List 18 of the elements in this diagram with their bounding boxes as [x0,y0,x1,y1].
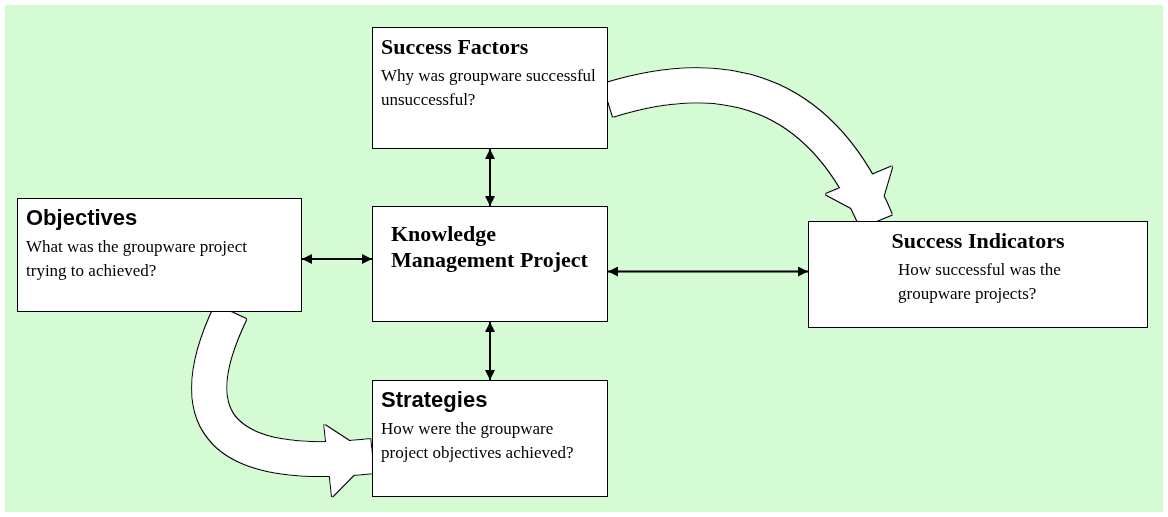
box-description: Why was groupware successful unsuccessful? [381,65,597,112]
box-title: Strategies [381,387,489,414]
box-description: How successful was the groupware projects? [897,259,1062,306]
text-box [372,380,608,497]
box-title: Success Factors [381,34,530,61]
double-arrow [485,148,495,207]
text-box [372,27,608,149]
double-arrow [301,254,373,264]
text-box [372,206,608,322]
double-arrow [607,266,809,277]
box-title: Success Indicators [890,228,1066,255]
box-title: Knowledge Management Project [390,221,589,274]
text-box [17,198,302,312]
box-title: Objectives [26,205,139,232]
box-description: How were the groupware project objectives achieved? [381,418,575,465]
box-description: What was the groupware project trying to achieved? [26,236,248,283]
text-box [808,221,1148,328]
double-arrow [485,321,495,381]
